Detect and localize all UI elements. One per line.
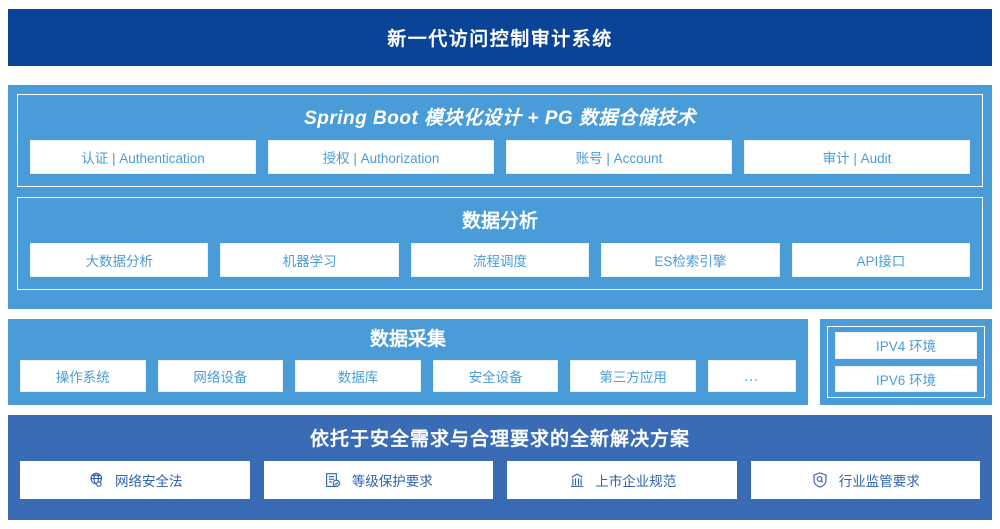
solution-card-label: 网络安全法 [115,474,183,489]
card-security-device[interactable]: 安全设备 [432,360,559,392]
card-machine-learning[interactable]: 机器学习 [220,243,399,277]
card-es-search-engine[interactable]: ES检索引擎 [601,243,780,277]
card-industry-regulation[interactable]: 行业监管要求 [750,461,980,499]
card-third-party-app[interactable]: 第三方应用 [570,360,696,392]
data-collection-title: 数据采集 [369,329,446,350]
solution-card-label: 行业监管要求 [838,474,920,489]
card-listed-enterprise-standard[interactable]: 上市企业规范 [507,461,737,499]
architecture-card-row: 认证 | Authentication 授权 | Authorization 账… [30,140,970,174]
card-account[interactable]: 账号 | Account [506,140,732,174]
ip-environment-inner: IPV4 环境 IPV6 环境 [827,326,985,398]
header-banner: 新一代访问控制审计系统 [8,9,992,66]
card-ipv6-environment[interactable]: IPV6 环境 [835,365,977,392]
data-collection-panel: 数据采集 操作系统 网络设备 数据库 安全设备 第三方应用 … [8,319,808,405]
collection-row: 数据采集 操作系统 网络设备 数据库 安全设备 第三方应用 … IPV4 环境 … [8,319,992,405]
solution-card-label: 上市企业规范 [595,474,677,489]
solution-card-label: 等级保护要求 [351,474,433,489]
card-network-device[interactable]: 网络设备 [157,360,284,392]
architecture-block-title: 数据分析 [461,211,538,232]
solution-card-row: 网络安全法 等级保护要求 [20,461,980,499]
solution-title: 依托于安全需求与合理要求的全新解决方案 [309,429,690,450]
document-check-icon [324,471,343,490]
card-api-interface[interactable]: API接口 [791,243,971,277]
architecture-panel: Spring Boot 模块化设计 + PG 数据仓储技术 认证 | Authe… [8,85,992,309]
architecture-block-data-analysis: 数据分析 大数据分析 机器学习 流程调度 ES检索引擎 API接口 [17,197,983,290]
page-title: 新一代访问控制审计系统 [387,29,613,50]
shield-search-icon [811,471,830,490]
card-more-ellipsis[interactable]: … [707,360,796,392]
card-authentication[interactable]: 认证 | Authentication [30,140,256,174]
architecture-card-row: 大数据分析 机器学习 流程调度 ES检索引擎 API接口 [30,243,971,277]
solution-panel: 依托于安全需求与合理要求的全新解决方案 网络安全法 [8,415,992,520]
bank-building-icon [567,471,586,490]
architecture-block-spring-boot: Spring Boot 模块化设计 + PG 数据仓储技术 认证 | Authe… [17,94,983,187]
card-ipv4-environment[interactable]: IPV4 环境 [835,332,977,359]
card-big-data-analysis[interactable]: 大数据分析 [30,243,209,277]
globe-icon [87,471,106,490]
card-operating-system[interactable]: 操作系统 [20,360,146,392]
card-database[interactable]: 数据库 [295,360,421,392]
architecture-block-title: Spring Boot 模块化设计 + PG 数据仓储技术 [304,108,696,129]
card-classified-protection[interactable]: 等级保护要求 [263,461,493,499]
card-audit[interactable]: 审计 | Audit [744,140,970,174]
card-cybersecurity-law[interactable]: 网络安全法 [20,461,250,499]
card-process-scheduling[interactable]: 流程调度 [410,243,590,277]
data-collection-card-row: 操作系统 网络设备 数据库 安全设备 第三方应用 … [20,360,796,392]
card-authorization[interactable]: 授权 | Authorization [268,140,494,174]
ip-environment-panel: IPV4 环境 IPV6 环境 [820,319,992,405]
